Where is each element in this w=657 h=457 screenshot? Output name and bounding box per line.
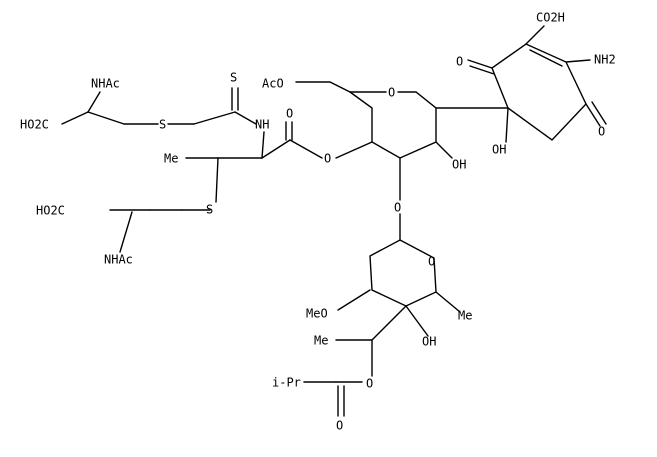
label-aco: AcO — [262, 77, 284, 91]
bond-lower-me — [435, 291, 461, 313]
bond-lower-side — [371, 305, 407, 341]
bond-double-inner — [529, 49, 563, 67]
bond-cs-nh — [234, 111, 257, 125]
label-oh-quaternary: OH — [492, 143, 506, 157]
bond-nh2 — [565, 59, 591, 63]
label-s-thione: S — [230, 71, 237, 85]
label-pr: i-Pr — [272, 376, 301, 390]
label-me-side: Me — [314, 334, 328, 348]
label-nh: NH — [255, 118, 269, 132]
bond-chme-s — [215, 157, 219, 203]
label-cooh-left-bottom: HO2C — [36, 204, 65, 218]
bond-ch2oac — [295, 81, 351, 93]
bond-cs-scarbon — [193, 111, 236, 125]
atom-labels: NHAc HO2C S S NH O Me S HO2C NHAc AcO O … — [20, 11, 616, 433]
label-nh2: NH2 — [594, 53, 616, 67]
label-oh-lower: OH — [422, 335, 436, 349]
bond-carbonyl-o — [285, 121, 293, 141]
label-nhac-bottom: NHAc — [104, 253, 133, 267]
label-s-dithio: S — [159, 118, 166, 132]
bond-ketone-left — [467, 59, 495, 75]
bonds — [61, 25, 607, 417]
label-o-carbonyl-isobut: O — [336, 419, 343, 433]
label-meo: MeO — [306, 307, 328, 321]
bond-carbonyl-oester — [289, 139, 323, 159]
label-o-ring-sugar: O — [388, 86, 395, 100]
label-o-ketone-left: O — [456, 55, 463, 69]
label-o-ring-lower: O — [428, 255, 435, 269]
bond-ketone-right — [585, 101, 607, 127]
label-me-lower-right: Me — [458, 309, 472, 323]
bond-ch-nhac-top — [87, 91, 101, 113]
bond-ch-nhac-bottom — [119, 211, 133, 253]
label-o-carbonyl-ester: O — [286, 107, 293, 121]
label-cooh-left-top: HO2C — [20, 118, 49, 132]
bond-ch-carbonyl — [261, 139, 291, 159]
bond-cs-thione — [231, 87, 239, 111]
bond-lower-oh — [405, 305, 429, 337]
label-o-ester-link: O — [324, 152, 331, 166]
bond-nh-ch — [261, 131, 265, 159]
label-oh-sugar: OH — [452, 158, 466, 172]
label-o-ketone-right: O — [598, 125, 605, 139]
bond-lower-meo — [337, 289, 371, 311]
label-me-left: Me — [164, 152, 178, 166]
bond-acyl-o — [337, 385, 345, 417]
label-o-glycoside: O — [394, 201, 401, 215]
ring-sugar — [349, 91, 437, 159]
bond-quaternary-oh — [505, 107, 509, 143]
bond-oester-ring — [335, 141, 373, 159]
label-co2h-top: CO2H — [536, 11, 565, 25]
bond-sugar-oh — [435, 141, 453, 159]
bond-co2h — [525, 25, 545, 45]
ring-dione — [491, 43, 587, 141]
bond-ch-ch2-top — [87, 111, 125, 125]
ring-lower — [369, 239, 437, 307]
label-s-thioether: S — [206, 203, 213, 217]
bond-cooh-ch-top — [61, 111, 89, 125]
label-nhac-top: NHAc — [91, 77, 120, 91]
label-o-isobutyrate: O — [366, 377, 373, 391]
